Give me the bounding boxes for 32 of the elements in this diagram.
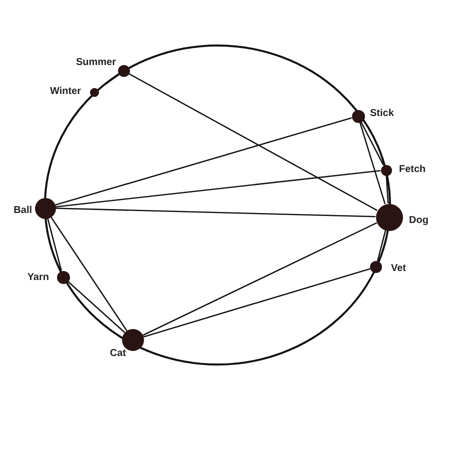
connector-line — [359, 122, 386, 204]
connector-line — [55, 208, 376, 218]
connector-line — [360, 121, 384, 166]
graph-node — [376, 204, 402, 230]
node-label: Yarn — [27, 272, 49, 284]
connector-line — [55, 170, 381, 208]
node-label: Fetch — [399, 164, 426, 176]
connector-line — [67, 280, 126, 334]
graph-node — [56, 270, 70, 284]
connector-line — [47, 218, 62, 271]
graph-node — [90, 88, 98, 97]
graph-node — [34, 198, 56, 218]
node-label: Dog — [409, 215, 428, 227]
node-label: Ball — [14, 205, 32, 217]
node-label: Summer — [76, 57, 116, 69]
graph-node — [118, 65, 130, 77]
connector-line — [142, 222, 378, 336]
connector-line — [143, 268, 370, 338]
connector-line — [128, 73, 378, 212]
node-label: Stick — [370, 108, 394, 120]
connector-line — [97, 74, 120, 90]
graph-node — [352, 110, 364, 122]
node-label: Vet — [391, 263, 406, 275]
node-label: Cat — [110, 348, 126, 360]
graph-node — [122, 329, 144, 351]
connector-line — [376, 230, 386, 262]
graph-node — [380, 164, 392, 176]
connector-line — [386, 175, 389, 204]
connector-line — [50, 216, 128, 332]
node-label: Winter — [50, 86, 81, 98]
graph-node — [370, 261, 382, 273]
connector-line — [54, 117, 352, 206]
